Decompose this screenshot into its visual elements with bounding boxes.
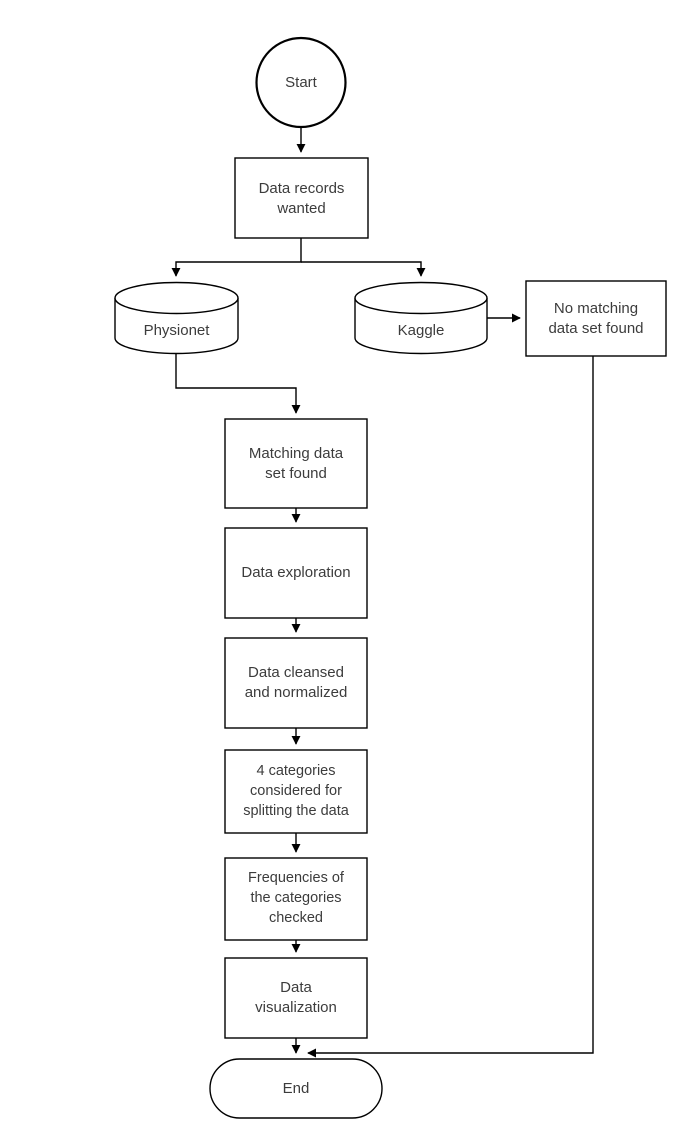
matching-found-label-line1: Matching data <box>249 445 344 462</box>
end-rounded-box <box>209 1058 383 1119</box>
data-cleansed-label-line2: and normalized <box>245 684 348 701</box>
frequencies-box <box>224 857 368 941</box>
node-no-matching-data-set-found[interactable]: No matching data set found <box>525 280 667 357</box>
node-kaggle[interactable]: Kaggle <box>354 281 488 355</box>
kaggle-cylinder-top <box>354 281 488 315</box>
data-visualization-box <box>224 957 368 1039</box>
no-matching-label-line1: No matching <box>554 300 638 317</box>
kaggle-label: Kaggle <box>398 322 445 339</box>
node-data-cleansed[interactable]: Data cleansed and normalized <box>224 637 368 729</box>
data-records-wanted-label-line2: wanted <box>276 200 325 217</box>
connector-group <box>171 123 594 1058</box>
data-records-wanted-label-line1: Data records <box>259 180 345 197</box>
data-cleansed-box <box>224 637 368 729</box>
frequencies-label-line3: checked <box>269 910 323 926</box>
physionet-cylinder-top <box>114 281 239 315</box>
node-four-categories[interactable]: 4 categories considered for splitting th… <box>224 749 368 834</box>
start-label: Start <box>285 74 318 91</box>
data-records-wanted-box <box>234 157 369 239</box>
four-categories-label-line2: considered for <box>250 783 342 799</box>
node-end[interactable]: End <box>209 1058 383 1119</box>
node-data-exploration[interactable]: Data exploration <box>224 527 368 619</box>
edge-data-records-split-trunk <box>171 238 302 277</box>
four-categories-box <box>224 749 368 834</box>
start-circle <box>255 36 347 129</box>
frequencies-label-line2: the categories <box>250 890 341 906</box>
end-label: End <box>283 1080 310 1097</box>
frequencies-label-line1: Frequencies of <box>248 870 345 886</box>
matching-found-box <box>224 418 368 509</box>
physionet-label: Physionet <box>144 322 211 339</box>
no-matching-box <box>525 280 667 357</box>
node-data-records-wanted[interactable]: Data records wanted <box>234 157 369 239</box>
matching-found-label-line2: set found <box>265 465 327 482</box>
edge-no-matching-to-end <box>307 356 594 1058</box>
no-matching-label-line2: data set found <box>548 320 643 337</box>
four-categories-label-line1: 4 categories <box>257 763 336 779</box>
node-physionet[interactable]: Physionet <box>114 281 239 355</box>
data-visualization-label-line2: visualization <box>255 999 337 1016</box>
node-start[interactable]: Start <box>255 36 347 129</box>
node-matching-data-set-found[interactable]: Matching data set found <box>224 418 368 509</box>
node-data-visualization[interactable]: Data visualization <box>224 957 368 1039</box>
data-exploration-box <box>224 527 368 619</box>
data-exploration-label: Data exploration <box>241 564 350 581</box>
four-categories-label-line3: splitting the data <box>243 803 350 819</box>
data-cleansed-label-line1: Data cleansed <box>248 664 344 681</box>
node-frequencies[interactable]: Frequencies of the categories checked <box>224 857 368 941</box>
data-visualization-label-line1: Data <box>280 979 312 996</box>
edge-data-records-to-kaggle <box>301 261 426 277</box>
edge-physionet-to-matching <box>175 353 301 414</box>
